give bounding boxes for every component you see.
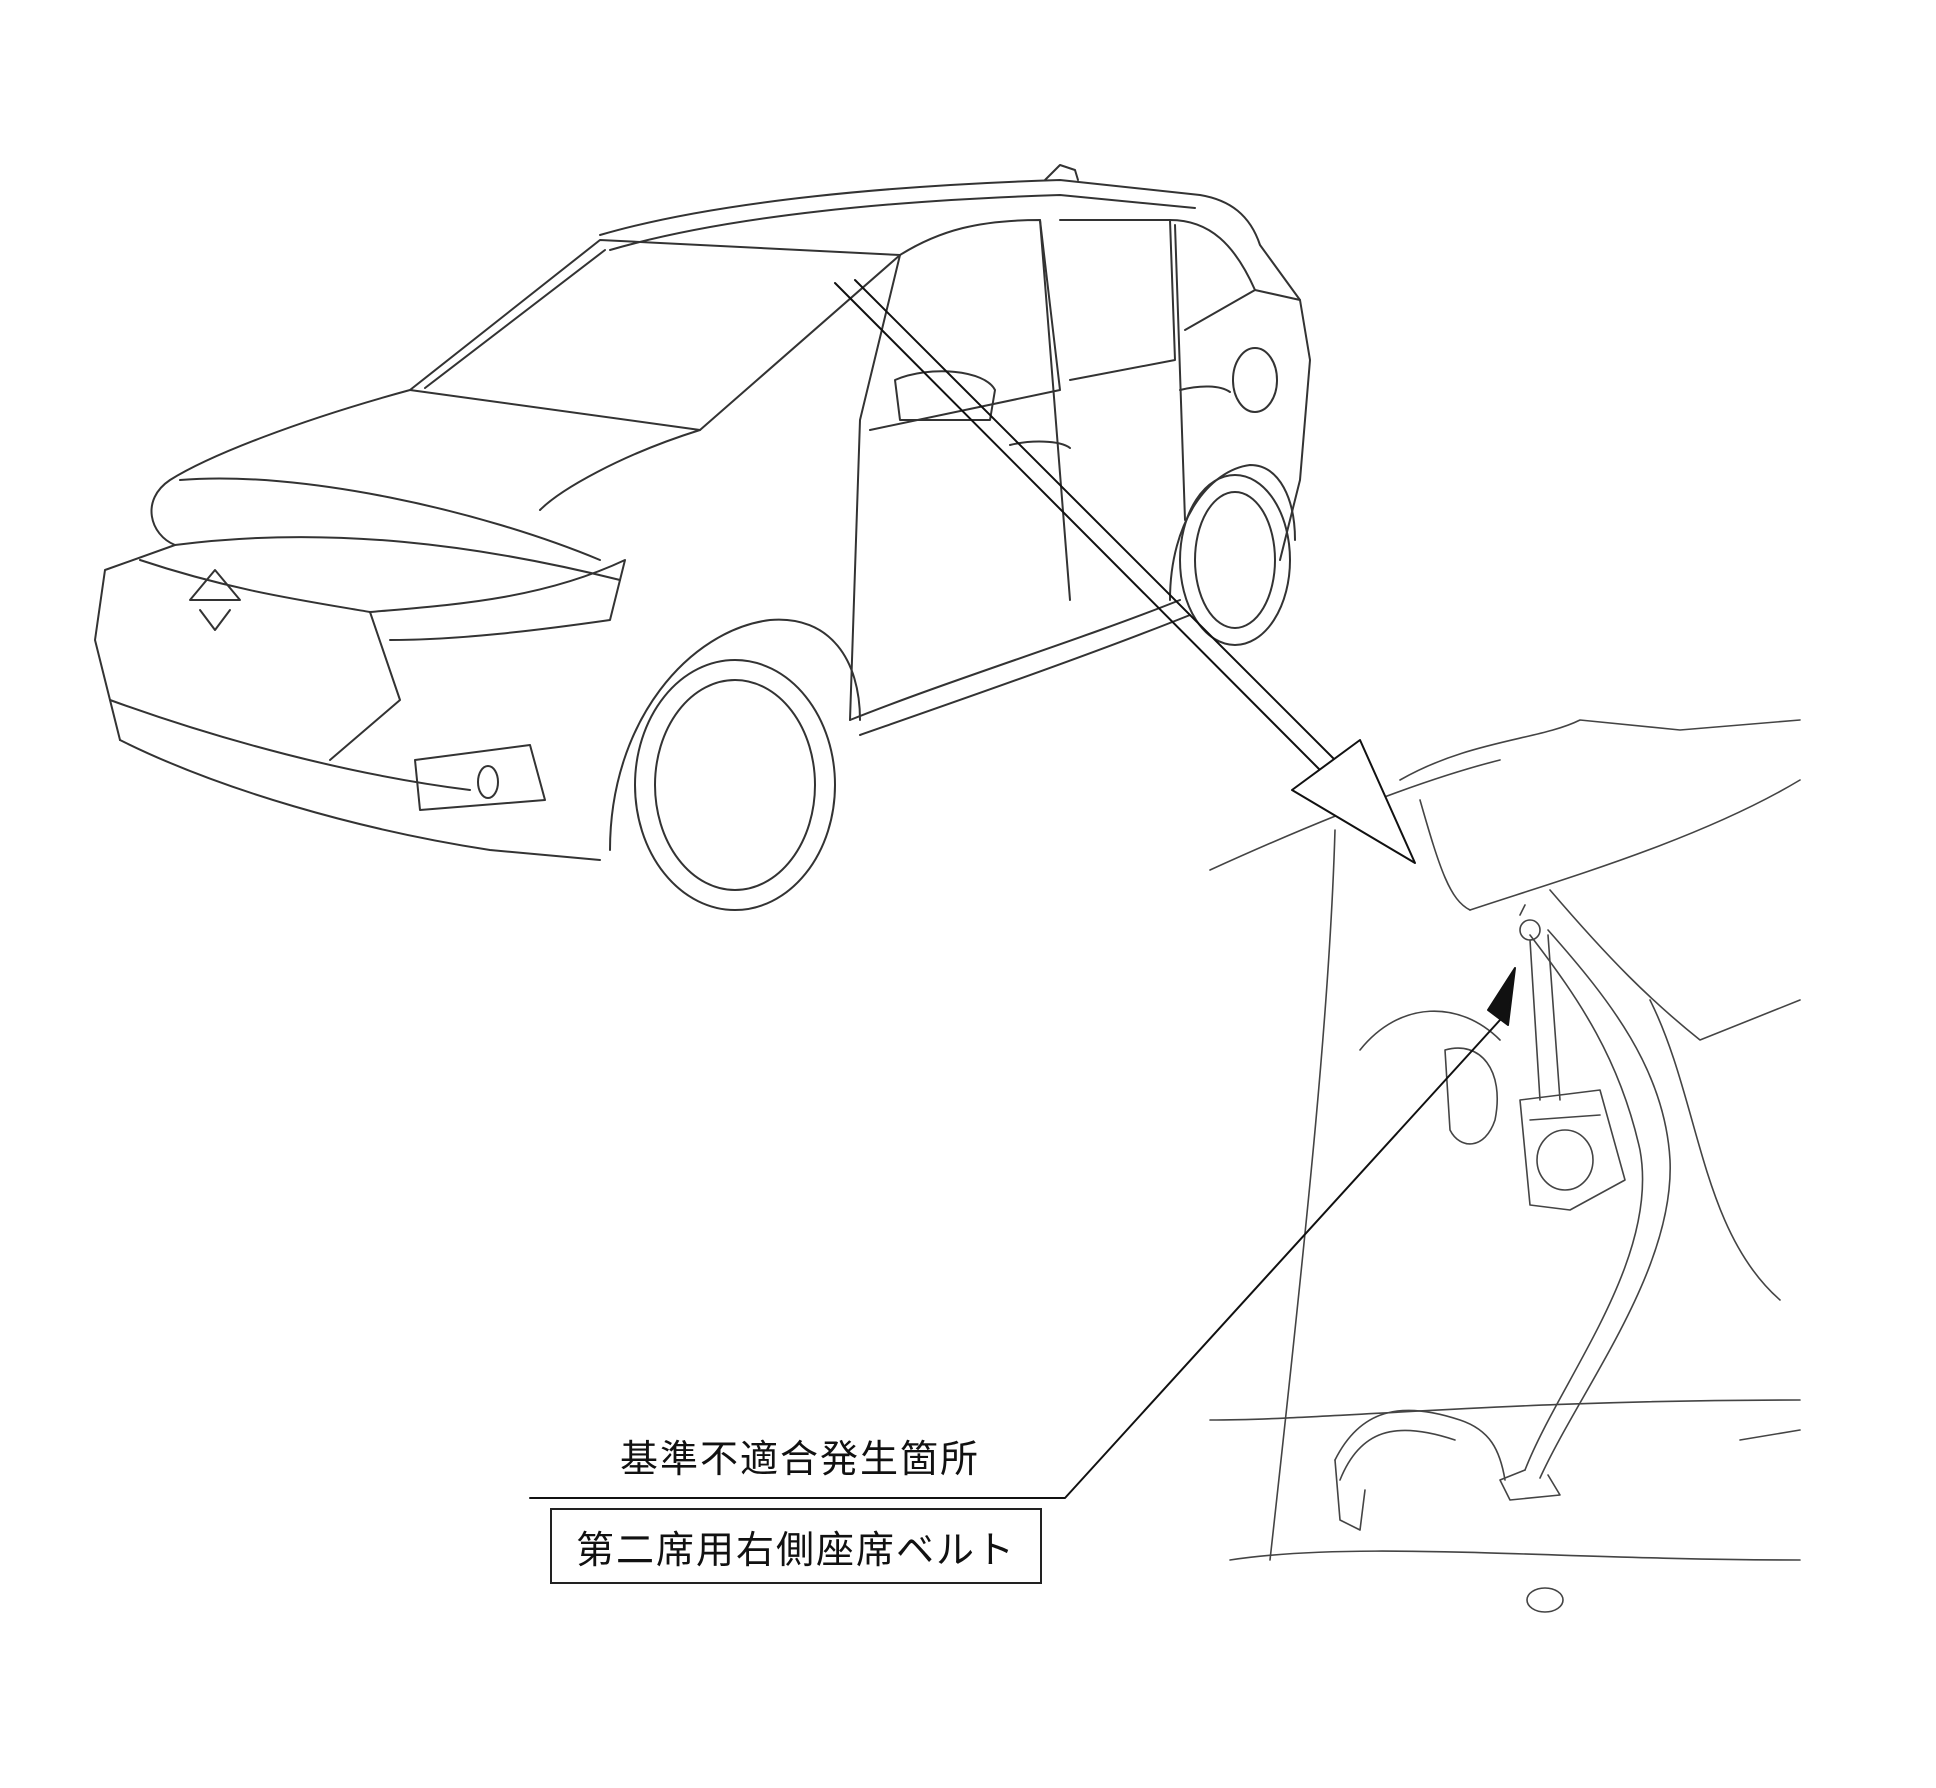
seatbelt-assembly-icon xyxy=(1209,719,1801,1613)
component-label-box: 第二席用右側座席ベルト xyxy=(550,1508,1042,1584)
arrow-icon xyxy=(834,279,1416,864)
nonconformity-location-heading: 基準不適合発生箇所 xyxy=(619,1437,980,1481)
suv-icon xyxy=(94,164,1311,911)
leader-line xyxy=(529,967,1516,1499)
